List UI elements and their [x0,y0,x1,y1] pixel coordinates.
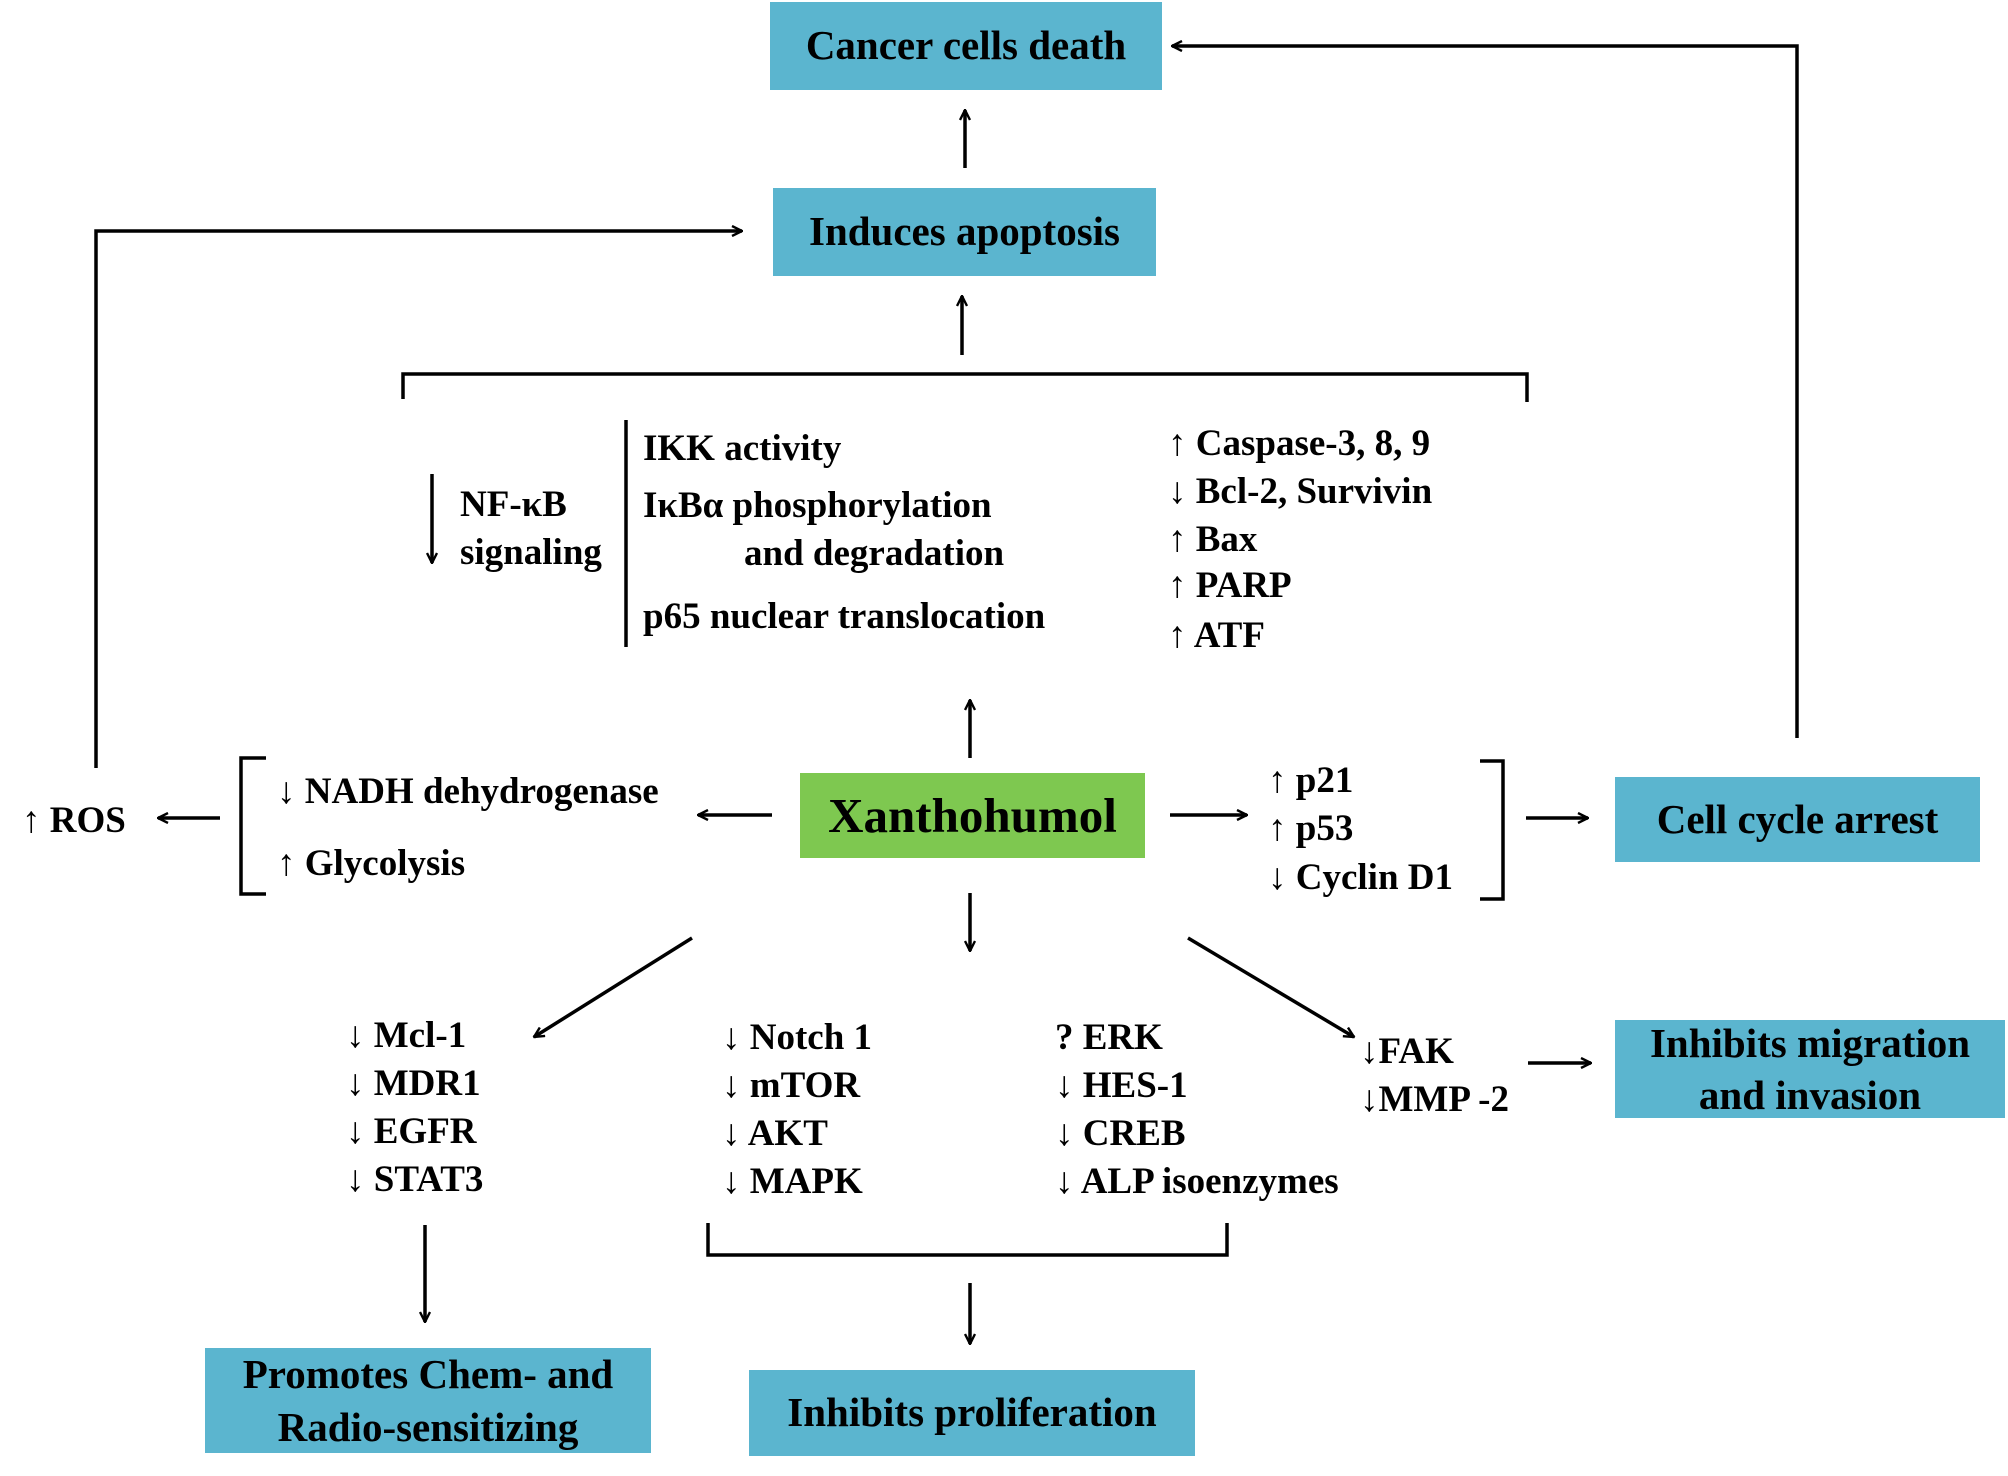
cell-cycle-marker: ↓ Cyclin D1 [1268,857,1453,898]
inhibits-proliferation-box: Inhibits proliferation [749,1370,1195,1456]
nfkb-label-line-2: signaling [460,532,602,573]
inhibits-proliferation-label: Inhibits proliferation [787,1389,1157,1436]
xanthohumol-box: Xanthohumol [800,773,1145,858]
proliferation-marker: ↓ MAPK [722,1161,863,1202]
nfkb-label-line-1: NF-κB [460,484,567,525]
chemo-radio-line-2: Radio-sensitizing [277,1403,579,1450]
apoptosis-marker: ↑ PARP [1168,565,1292,606]
ros-label: ↑ ROS [22,800,126,841]
proliferation-marker: ? ERK [1055,1017,1163,1058]
induces-apoptosis-box: Induces apoptosis [773,188,1156,276]
cell-cycle-arrest-box: Cell cycle arrest [1615,777,1980,862]
cell-cycle-marker: ↑ p21 [1268,760,1354,801]
metabolism-marker: ↓ NADH dehydrogenase [277,771,659,812]
apoptosis-marker: ↓ Bcl-2, Survivin [1168,471,1433,512]
inhibits-migration-line-2: and invasion [1698,1072,1922,1118]
cancer-cells-death-label: Cancer cells death [805,22,1127,69]
nfkb-item-ikba: IκBα phosphorylation [643,485,992,526]
migration-marker: ↓MMP -2 [1360,1079,1509,1120]
sensitizing-marker: ↓ STAT3 [346,1159,484,1200]
cell-cycle-marker: ↑ p53 [1268,808,1354,849]
nfkb-item-p65: p65 nuclear translocation [643,596,1046,637]
proliferation-marker: ↓ HES-1 [1055,1065,1188,1106]
induces-apoptosis-label: Induces apoptosis [808,208,1121,255]
proliferation-marker: ↓ AKT [722,1113,828,1154]
chemo-radio-sensitizing-box: Promotes Chem- and Radio-sensitizing [205,1348,651,1453]
sensitizing-marker: ↓ EGFR [346,1111,477,1152]
sensitizing-marker: ↓ Mcl-1 [346,1015,467,1056]
sensitizing-marker: ↓ MDR1 [346,1063,481,1104]
apoptosis-marker: ↑ Bax [1168,519,1258,560]
proliferation-marker: ↓ CREB [1055,1113,1186,1154]
apoptosis-marker: ↑ ATF [1168,615,1265,656]
proliferation-marker: ↓ ALP isoenzymes [1055,1161,1339,1202]
proliferation-marker: ↓ mTOR [722,1065,861,1106]
inhibits-migration-line-1: Inhibits migration [1649,1019,1971,1066]
migration-marker: ↓FAK [1360,1031,1454,1072]
nfkb-item-ikk: IKK activity [643,428,842,469]
cell-cycle-arrest-label: Cell cycle arrest [1656,795,1939,842]
apoptosis-marker: ↑ Caspase-3, 8, 9 [1168,423,1431,464]
inhibits-migration-box: Inhibits migration and invasion [1615,1020,2005,1118]
xanthohumol-label: Xanthohumol [828,787,1117,843]
proliferation-marker: ↓ Notch 1 [722,1017,873,1058]
nfkb-item-degradation: and degradation [744,533,1005,574]
metabolism-marker: ↑ Glycolysis [277,843,466,884]
cancer-cells-death-box: Cancer cells death [770,2,1162,90]
chemo-radio-line-1: Promotes Chem- and [242,1351,614,1398]
